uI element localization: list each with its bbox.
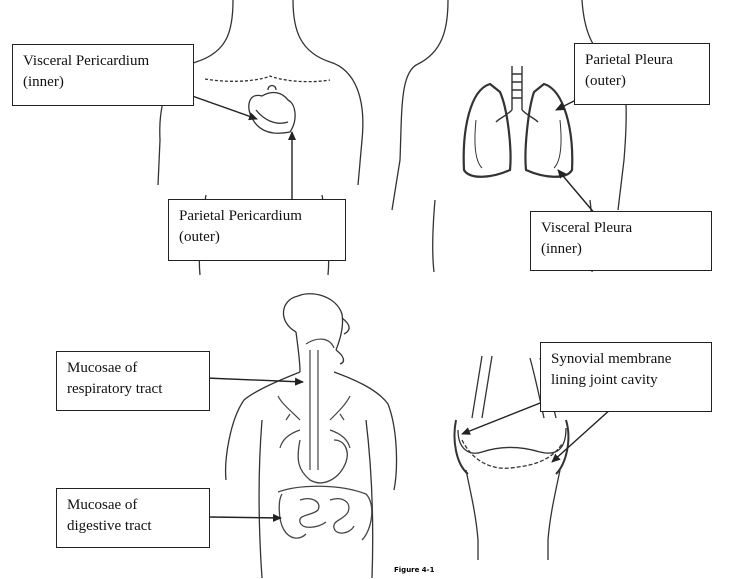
label-line: Visceral Pericardium <box>23 51 183 72</box>
body-digestive-illustration <box>226 294 397 578</box>
label-line: respiratory tract <box>67 379 199 400</box>
label-line: (inner) <box>541 239 701 260</box>
digestive-tract-icon <box>278 440 372 540</box>
label-line: (outer) <box>585 71 699 92</box>
label-line: Parietal Pericardium <box>179 206 335 227</box>
label-line: lining joint cavity <box>551 370 701 391</box>
heart-icon <box>249 86 295 134</box>
lungs-icon <box>464 66 573 177</box>
figure-caption: Figure 4-1 <box>394 566 434 574</box>
label-line: digestive tract <box>67 516 199 537</box>
arrow-mucosae-digestive <box>210 517 281 518</box>
label-parietal-pericardium: Parietal Pericardium (outer) <box>168 199 346 261</box>
label-mucosae-digestive: Mucosae of digestive tract <box>56 488 210 548</box>
label-line: (inner) <box>23 72 183 93</box>
label-visceral-pleura: Visceral Pleura (inner) <box>530 211 712 271</box>
label-line: Mucosae of <box>67 495 199 516</box>
label-line: Mucosae of <box>67 358 199 379</box>
arrow-parietal-pleura <box>556 100 576 110</box>
label-line: (outer) <box>179 227 335 248</box>
label-line: Parietal Pleura <box>585 50 699 71</box>
label-visceral-pericardium: Visceral Pericardium (inner) <box>12 44 194 106</box>
arrow-synovial-right <box>552 408 612 462</box>
label-parietal-pleura: Parietal Pleura (outer) <box>574 43 710 105</box>
label-line: Synovial membrane <box>551 349 701 370</box>
arrow-visceral-pleura <box>558 170 596 215</box>
respiratory-tract-icon <box>278 339 350 470</box>
label-mucosae-respiratory: Mucosae of respiratory tract <box>56 351 210 411</box>
arrow-mucosae-respiratory <box>206 378 303 382</box>
label-synovial-membrane: Synovial membrane lining joint cavity <box>540 342 712 412</box>
label-line: Visceral Pleura <box>541 218 701 239</box>
